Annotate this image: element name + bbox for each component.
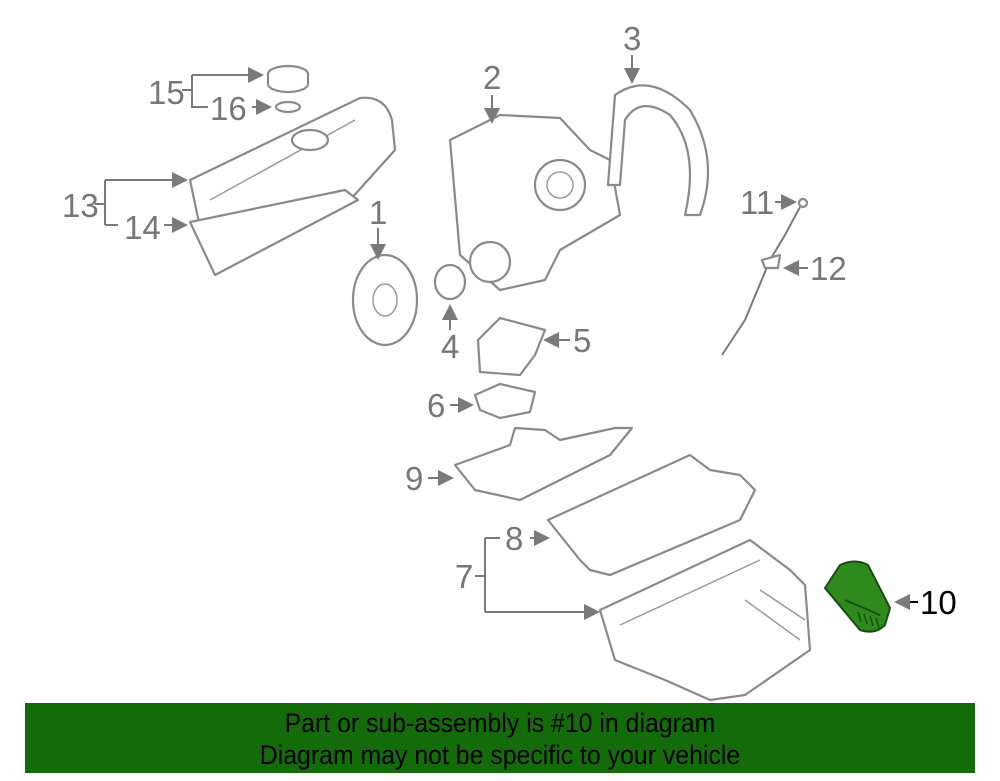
callout-15: 15: [148, 74, 185, 111]
callout-11: 11: [740, 184, 774, 221]
callout-3: 3: [623, 20, 641, 57]
timing-cover-gasket: [606, 84, 710, 217]
oil-pump-cover: [476, 316, 547, 377]
cover-plate: [473, 382, 537, 420]
callout-4: 4: [441, 328, 459, 365]
leader-lines: [95, 55, 918, 612]
callout-10: 10: [920, 584, 957, 621]
harmonic-balancer: [351, 253, 419, 347]
oil-baffle: [453, 426, 634, 502]
callout-1: 1: [369, 194, 387, 231]
oil-filler-cap: [266, 64, 310, 114]
timing-cover: [448, 113, 622, 292]
callout-8: 8: [505, 520, 523, 557]
callout-7: 7: [455, 558, 473, 595]
callout-5: 5: [573, 322, 591, 359]
oil-pan: [598, 538, 812, 702]
callout-14: 14: [124, 209, 161, 246]
callout-9: 9: [405, 460, 423, 497]
oil-pan-gasket: [546, 453, 757, 577]
banner-line-2: Diagram may not be specific to your vehi…: [259, 740, 741, 770]
callout-16: 16: [210, 90, 247, 127]
front-seal: [433, 263, 467, 301]
dipstick: [721, 197, 809, 356]
banner-line-1: Part or sub-assembly is #10 in diagram: [284, 708, 716, 738]
part-info-banner: Part or sub-assembly is #10 in diagram D…: [25, 703, 975, 773]
callout-12: 12: [810, 250, 847, 287]
callout-6: 6: [427, 387, 445, 424]
callout-13: 13: [62, 187, 99, 224]
valve-cover: [188, 96, 397, 277]
callout-2: 2: [483, 59, 501, 96]
oil-filter: [823, 560, 892, 633]
